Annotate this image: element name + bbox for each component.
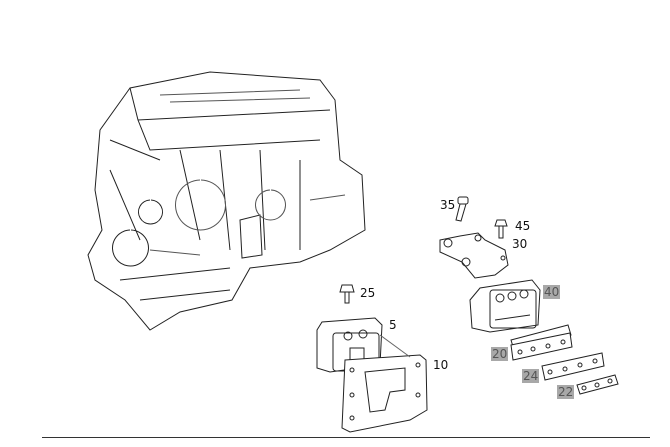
engine-assembly — [87, 71, 366, 331]
part-label-25[interactable]: 25 — [360, 286, 376, 300]
plate-10 — [341, 334, 428, 433]
engine-mount-40 — [469, 279, 541, 333]
bolt-25 — [339, 284, 355, 304]
part-label-20[interactable]: 20 — [491, 347, 509, 361]
part-label-40[interactable]: 40 — [543, 285, 561, 299]
part-label-5[interactable]: 5 — [389, 318, 397, 332]
plate-22 — [576, 374, 619, 395]
bottom-divider — [42, 437, 650, 438]
part-label-30[interactable]: 30 — [512, 237, 528, 251]
bolt-35 — [455, 196, 469, 222]
part-label-45[interactable]: 45 — [515, 219, 531, 233]
bolt-45 — [494, 219, 508, 239]
plate-24 — [541, 352, 605, 381]
plate-20 — [510, 324, 573, 361]
part-label-24[interactable]: 24 — [522, 369, 540, 383]
part-label-10[interactable]: 10 — [433, 358, 449, 372]
part-label-35[interactable]: 35 — [440, 198, 456, 212]
bracket-30 — [439, 232, 509, 279]
part-label-22[interactable]: 22 — [557, 385, 575, 399]
